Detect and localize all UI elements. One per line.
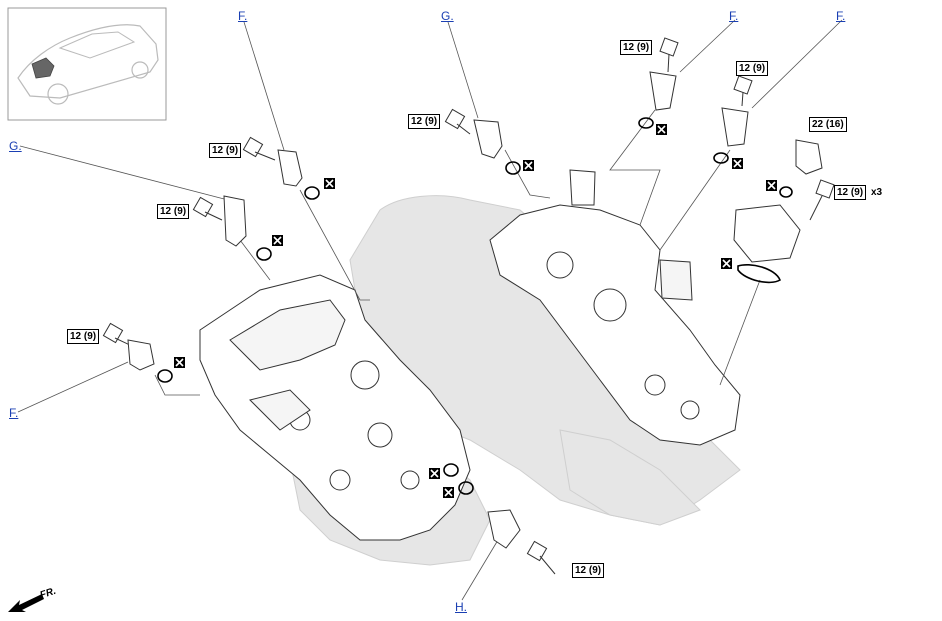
callout-g-left[interactable]: G.	[9, 139, 22, 153]
do-not-reuse-icon	[523, 160, 534, 171]
torque-label: 12 (9)	[834, 185, 867, 200]
do-not-reuse-icon	[766, 180, 777, 191]
bolts	[102, 37, 835, 575]
callout-f-left[interactable]: F.	[9, 406, 19, 420]
torque-label: 12 (9)	[736, 61, 769, 76]
callout-f-top-right-1[interactable]: F.	[729, 9, 739, 23]
torque-label: 22 (16)	[809, 117, 847, 132]
do-not-reuse-icon	[443, 487, 454, 498]
torque-label: 12 (9)	[572, 563, 605, 578]
do-not-reuse-icon	[732, 158, 743, 169]
do-not-reuse-icon	[429, 468, 440, 479]
torque-label: 12 (9)	[157, 204, 190, 219]
torque-label: 12 (9)	[408, 114, 441, 129]
vehicle-locator-icon	[7, 7, 167, 121]
sensors	[127, 71, 823, 549]
leader-lines	[17, 19, 843, 601]
do-not-reuse-icon	[272, 235, 283, 246]
do-not-reuse-icon	[721, 258, 732, 269]
callout-g-top-center[interactable]: G.	[441, 9, 454, 23]
callout-f-top-left[interactable]: F.	[238, 9, 248, 23]
right-cylinder-head	[489, 169, 741, 446]
callout-f-top-right-2[interactable]: F.	[836, 9, 846, 23]
o-rings	[157, 117, 793, 495]
quantity-note: x3	[871, 187, 883, 198]
do-not-reuse-icon	[174, 357, 185, 368]
torque-label: 12 (9)	[209, 143, 242, 158]
do-not-reuse-icon	[324, 178, 335, 189]
left-cylinder-head	[199, 274, 471, 541]
torque-label: 12 (9)	[67, 329, 100, 344]
front-arrow-icon	[8, 594, 44, 612]
do-not-reuse-icon	[656, 124, 667, 135]
callout-h-bottom[interactable]: H.	[455, 600, 467, 614]
torque-label: 12 (9)	[620, 40, 653, 55]
